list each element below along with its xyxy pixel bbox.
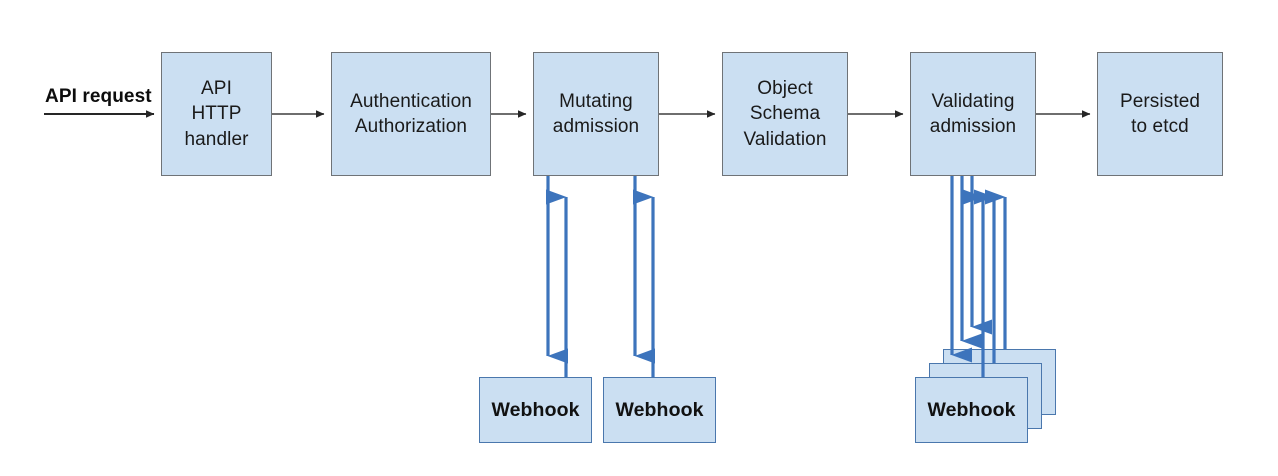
webhook-box-mutating-1[interactable]: Webhook [479,377,592,443]
stage-api-http-handler[interactable]: API HTTP handler [161,52,272,176]
stage-mutating-admission[interactable]: Mutating admission [533,52,659,176]
stage-persisted-to-etcd[interactable]: Persisted to etcd [1097,52,1223,176]
stage-validating-admission[interactable]: Validating admission [910,52,1036,176]
stage-authentication-authorization[interactable]: Authentication Authorization [331,52,491,176]
api-request-label: API request [45,86,152,107]
stage-object-schema-validation[interactable]: Object Schema Validation [722,52,848,176]
webhook-box-validating-front[interactable]: Webhook [915,377,1028,443]
webhook-box-mutating-2[interactable]: Webhook [603,377,716,443]
